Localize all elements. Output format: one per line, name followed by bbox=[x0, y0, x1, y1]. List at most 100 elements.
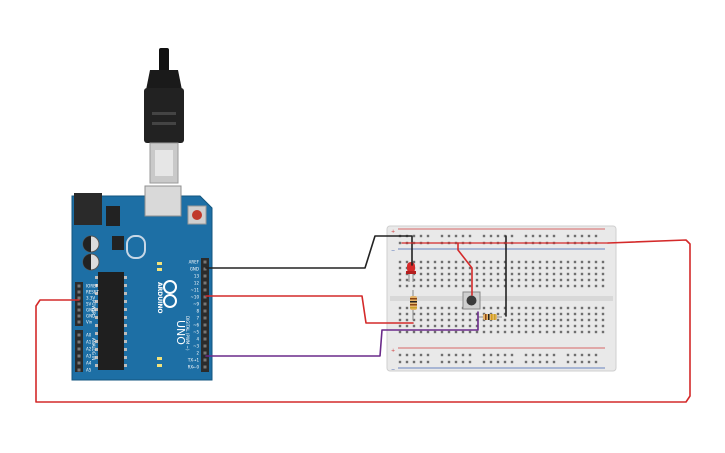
rail-hole[interactable] bbox=[398, 360, 402, 364]
breadboard-hole[interactable] bbox=[517, 306, 521, 310]
rail-hole[interactable] bbox=[524, 234, 528, 238]
breadboard-hole[interactable] bbox=[482, 266, 486, 270]
breadboard-hole[interactable] bbox=[566, 330, 570, 334]
breadboard-hole[interactable] bbox=[594, 318, 598, 322]
rail-hole[interactable] bbox=[419, 353, 423, 357]
breadboard-hole[interactable] bbox=[482, 312, 486, 316]
breadboard-hole[interactable] bbox=[559, 324, 563, 328]
red-led[interactable] bbox=[406, 262, 416, 282]
breadboard-hole[interactable] bbox=[398, 330, 402, 334]
breadboard-hole[interactable] bbox=[580, 260, 584, 264]
breadboard-hole[interactable] bbox=[531, 324, 535, 328]
breadboard-hole[interactable] bbox=[461, 278, 465, 282]
breadboard-hole[interactable] bbox=[552, 306, 556, 310]
breadboard-hole[interactable] bbox=[510, 272, 514, 276]
breadboard-hole[interactable] bbox=[503, 260, 507, 264]
header-pin-8[interactable] bbox=[203, 309, 207, 313]
breadboard-hole[interactable] bbox=[587, 260, 591, 264]
breadboard-hole[interactable] bbox=[524, 266, 528, 270]
header-pin-reset[interactable] bbox=[77, 290, 81, 294]
breadboard-hole[interactable] bbox=[524, 318, 528, 322]
breadboard-hole[interactable] bbox=[573, 330, 577, 334]
breadboard-hole[interactable] bbox=[580, 266, 584, 270]
breadboard-hole[interactable] bbox=[454, 278, 458, 282]
wire-pin2[interactable] bbox=[205, 311, 479, 357]
breadboard[interactable]: + − + − bbox=[386, 225, 617, 373]
rail-hole[interactable] bbox=[538, 360, 542, 364]
breadboard-hole[interactable] bbox=[573, 312, 577, 316]
rail-hole[interactable] bbox=[594, 234, 598, 238]
breadboard-hole[interactable] bbox=[461, 272, 465, 276]
breadboard-hole[interactable] bbox=[587, 266, 591, 270]
rail-hole[interactable] bbox=[531, 353, 535, 357]
breadboard-hole[interactable] bbox=[489, 266, 493, 270]
breadboard-hole[interactable] bbox=[573, 266, 577, 270]
breadboard-hole[interactable] bbox=[454, 306, 458, 310]
rail-hole[interactable] bbox=[489, 360, 493, 364]
breadboard-hole[interactable] bbox=[566, 272, 570, 276]
breadboard-hole[interactable] bbox=[538, 312, 542, 316]
breadboard-hole[interactable] bbox=[426, 312, 430, 316]
breadboard-hole[interactable] bbox=[468, 330, 472, 334]
breadboard-hole[interactable] bbox=[538, 306, 542, 310]
rail-hole[interactable] bbox=[524, 353, 528, 357]
breadboard-hole[interactable] bbox=[482, 330, 486, 334]
header-pin-33v[interactable] bbox=[77, 296, 81, 300]
breadboard-hole[interactable] bbox=[587, 284, 591, 288]
rail-hole[interactable] bbox=[496, 234, 500, 238]
breadboard-hole[interactable] bbox=[517, 284, 521, 288]
header-pin-a5[interactable] bbox=[77, 368, 81, 372]
breadboard-hole[interactable] bbox=[454, 272, 458, 276]
rail-hole[interactable] bbox=[545, 353, 549, 357]
wire-pin10[interactable] bbox=[205, 295, 414, 324]
breadboard-hole[interactable] bbox=[398, 324, 402, 328]
breadboard-hole[interactable] bbox=[510, 260, 514, 264]
breadboard-hole[interactable] bbox=[461, 318, 465, 322]
breadboard-hole[interactable] bbox=[552, 318, 556, 322]
breadboard-hole[interactable] bbox=[510, 306, 514, 310]
breadboard-hole[interactable] bbox=[524, 324, 528, 328]
wire-5v[interactable] bbox=[35, 239, 691, 403]
header-pin-6[interactable] bbox=[203, 323, 207, 327]
header-pin-5v[interactable] bbox=[77, 302, 81, 306]
breadboard-hole[interactable] bbox=[538, 318, 542, 322]
breadboard-hole[interactable] bbox=[566, 306, 570, 310]
breadboard-hole[interactable] bbox=[398, 284, 402, 288]
breadboard-hole[interactable] bbox=[587, 272, 591, 276]
breadboard-hole[interactable] bbox=[489, 284, 493, 288]
breadboard-hole[interactable] bbox=[573, 324, 577, 328]
breadboard-hole[interactable] bbox=[461, 312, 465, 316]
breadboard-hole[interactable] bbox=[559, 312, 563, 316]
breadboard-hole[interactable] bbox=[552, 284, 556, 288]
breadboard-hole[interactable] bbox=[601, 306, 605, 310]
breadboard-hole[interactable] bbox=[405, 284, 409, 288]
breadboard-hole[interactable] bbox=[566, 318, 570, 322]
breadboard-hole[interactable] bbox=[601, 260, 605, 264]
rail-hole[interactable] bbox=[489, 353, 493, 357]
rail-hole[interactable] bbox=[419, 234, 423, 238]
breadboard-hole[interactable] bbox=[538, 330, 542, 334]
rail-hole[interactable] bbox=[531, 234, 535, 238]
breadboard-hole[interactable] bbox=[447, 272, 451, 276]
breadboard-hole[interactable] bbox=[433, 284, 437, 288]
rail-hole[interactable] bbox=[468, 234, 472, 238]
breadboard-hole[interactable] bbox=[594, 284, 598, 288]
breadboard-hole[interactable] bbox=[475, 318, 479, 322]
breadboard-hole[interactable] bbox=[482, 324, 486, 328]
breadboard-hole[interactable] bbox=[475, 266, 479, 270]
breadboard-hole[interactable] bbox=[426, 272, 430, 276]
breadboard-hole[interactable] bbox=[398, 266, 402, 270]
breadboard-hole[interactable] bbox=[594, 330, 598, 334]
breadboard-hole[interactable] bbox=[447, 306, 451, 310]
breadboard-hole[interactable] bbox=[517, 260, 521, 264]
breadboard-hole[interactable] bbox=[573, 306, 577, 310]
breadboard-hole[interactable] bbox=[587, 278, 591, 282]
breadboard-hole[interactable] bbox=[580, 312, 584, 316]
breadboard-hole[interactable] bbox=[398, 318, 402, 322]
breadboard-hole[interactable] bbox=[433, 260, 437, 264]
breadboard-hole[interactable] bbox=[468, 312, 472, 316]
header-pin-10[interactable] bbox=[203, 295, 207, 299]
rail-hole[interactable] bbox=[587, 234, 591, 238]
breadboard-hole[interactable] bbox=[524, 284, 528, 288]
breadboard-hole[interactable] bbox=[433, 278, 437, 282]
